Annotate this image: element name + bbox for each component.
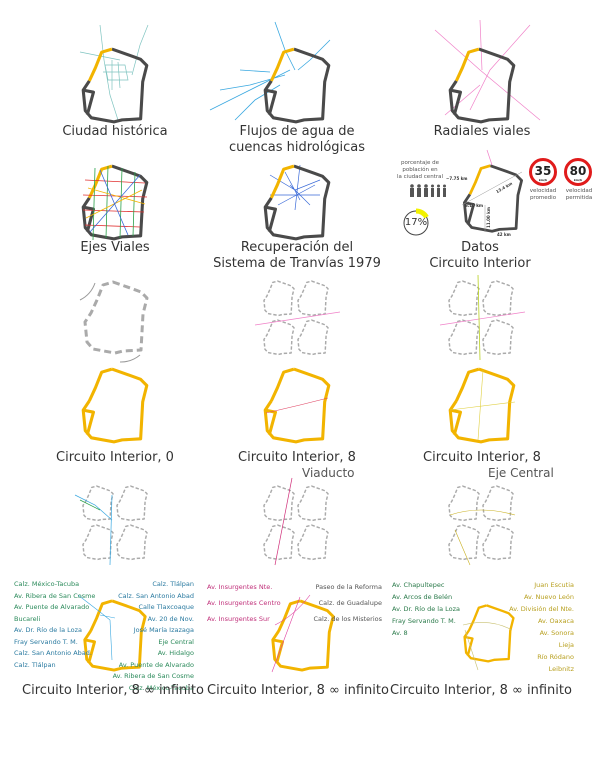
title-infinito-2: Circuito Interior, 8 ∞ infinito: [207, 683, 389, 698]
circuit-ejes: [81, 164, 149, 241]
ejes-viales-grid: [82, 165, 148, 241]
population-fill-arc: [415, 208, 429, 219]
title-tranvias-2: Sistema de Tranvías 1979: [213, 256, 381, 271]
km-label-1: ~7.75 km: [446, 176, 468, 181]
tram-network: [269, 164, 321, 211]
population-icons: [410, 184, 446, 197]
circuit-datos: [462, 164, 524, 233]
dashed-row-2: [74, 477, 516, 566]
labels-col2-left: Av. Insurgentes Nte.Av. Insurgentes Cent…: [207, 583, 281, 623]
subtitle-viaducto: Viaducto: [302, 466, 355, 480]
title-tranvias-1: Recuperación del: [240, 240, 354, 255]
title-circuito-0: Circuito Interior, 0: [56, 450, 174, 465]
km-label-5: 42 km: [497, 232, 511, 237]
route-lines-2: [271, 594, 311, 673]
title-flujos-agua-1: Flujos de agua de: [239, 124, 355, 139]
circuit-tram: [263, 164, 331, 241]
title-datos-2: Circuito Interior: [429, 256, 531, 271]
km-label-2: 6.10 km: [465, 203, 484, 208]
circuit-8-infinito-3: [463, 604, 515, 663]
route-lines-1: [77, 594, 116, 661]
title-circuito-8-eje-central: Circuito Interior, 8: [423, 450, 541, 465]
water-flows: [209, 21, 331, 121]
title-circuito-8-viaducto: Circuito Interior, 8: [238, 450, 356, 465]
circuit-water: [263, 47, 331, 124]
title-ciudad-historica: Ciudad histórica: [62, 124, 168, 139]
title-ejes-viales: Ejes Viales: [80, 240, 150, 255]
title-radiales-viales: Radiales viales: [433, 124, 531, 139]
circuit-0: [81, 367, 149, 444]
population-percent: 17%: [404, 217, 428, 228]
title-flujos-agua-2: cuencas hidrológicas: [228, 140, 366, 155]
title-infinito-3: Circuito Interior, 8 ∞ infinito: [390, 683, 572, 698]
datos-radial-line: [486, 149, 493, 166]
historic-streets: [79, 24, 149, 121]
datos-measure-lines: [461, 171, 523, 232]
eje-central-line: [449, 369, 516, 441]
title-datos-1: Datos: [461, 240, 499, 255]
radial-roads: [434, 19, 541, 121]
title-infinito-1: Circuito Interior, 8 ∞ infinito: [22, 683, 204, 698]
viaducto-line: [265, 397, 329, 414]
km-label-4: 11.00 km: [485, 207, 491, 228]
subtitle-eje-central: Eje Central: [488, 466, 554, 480]
route-lines-3: [462, 622, 513, 671]
dashed-row-1: [79, 274, 526, 363]
